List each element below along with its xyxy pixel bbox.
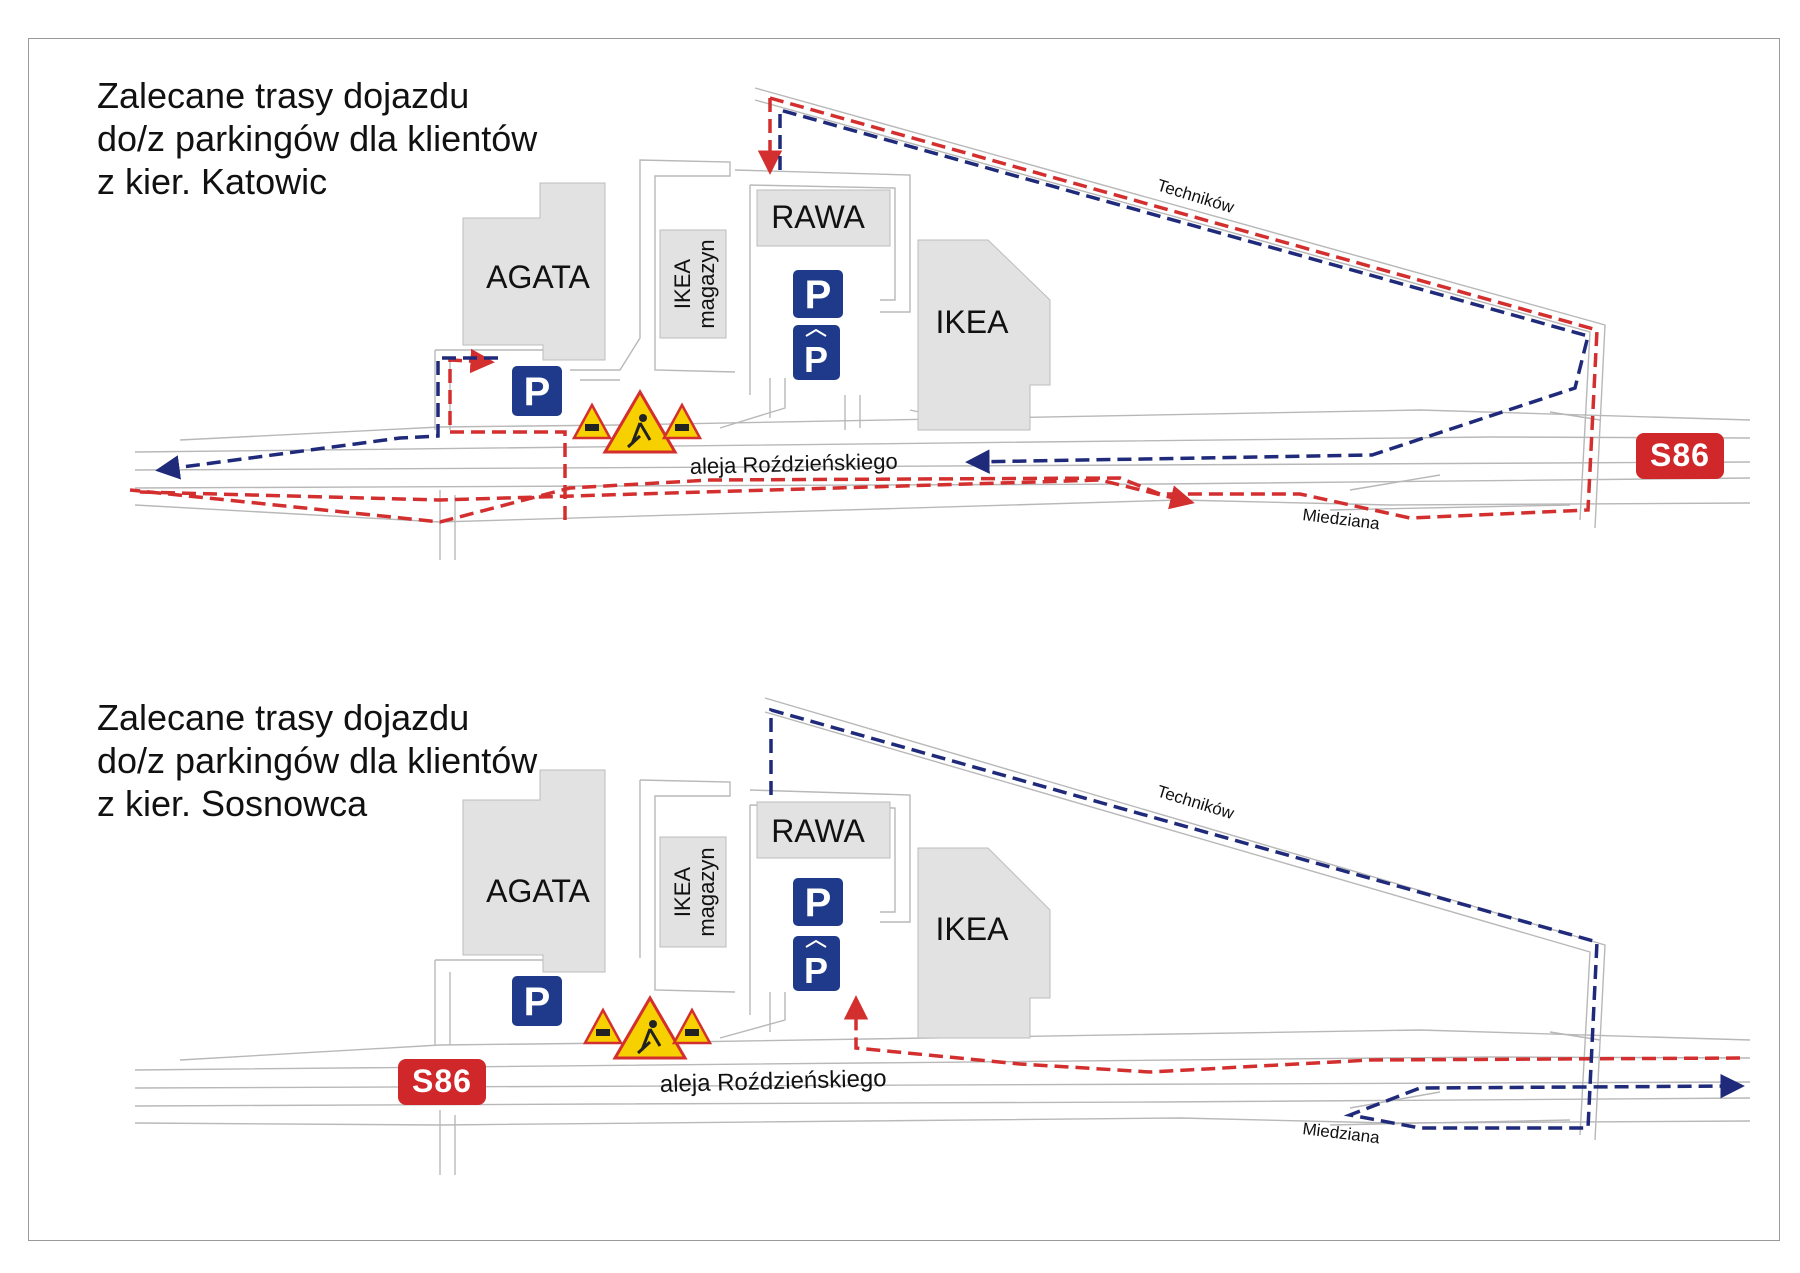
map1-ikea-building	[917, 239, 1051, 431]
map2-street-miedziana-label: Miedziana	[1302, 1119, 1382, 1147]
svg-text:P: P	[804, 339, 828, 380]
map1-red-route	[129, 96, 1599, 524]
map2-street-technikow-label: Techników	[1155, 782, 1237, 824]
map1-street-main-label: aleja Roździeńskiego	[689, 449, 897, 479]
map2-buildings	[462, 769, 1051, 1039]
map1-title-line-2: do/z parkingów dla klientów	[97, 118, 538, 159]
map1-title-line-1: Zalecane trasy dojazdu	[97, 75, 470, 116]
map1-rawa-building	[756, 189, 891, 247]
map1-traffic-jam-warning-icon-right	[661, 402, 703, 440]
map2-blue-route	[769, 707, 1745, 1130]
map2-ikea-store-building	[659, 836, 727, 948]
map1-rawa-label: RAWA	[771, 199, 865, 235]
map2-canvas: AGATA RAWA IKEA IKEA magazyn P P P S86	[134, 697, 1751, 1175]
map1-agata-label: AGATA	[486, 259, 590, 295]
map1-ikea-store-label-2: magazyn	[694, 239, 719, 328]
map2-traffic-jam-warning-icon-left	[582, 1007, 624, 1045]
map1-canvas: AGATA RAWA IKEA IKEA magazyn P P P	[129, 87, 1751, 560]
map2-s86-road-sign-icon: S86	[398, 1059, 486, 1105]
map1-blue-route	[155, 107, 1591, 480]
map1-ikea-store-label-1: IKEA	[670, 259, 695, 309]
map2-rawa-label: RAWA	[771, 813, 865, 849]
map2-agata-label: AGATA	[486, 873, 590, 909]
map1-ikea-store-building	[659, 229, 727, 339]
map1-agata-building	[462, 182, 606, 361]
map1-traffic-jam-warning-icon-left	[571, 402, 613, 440]
map2-ikea-store-label-2: magazyn	[694, 847, 719, 936]
map2-s86-label: S86	[412, 1063, 472, 1099]
map2-title-line-1: Zalecane trasy dojazdu	[97, 697, 470, 738]
map1-title: Zalecane trasy dojazdu do/z parkingów dl…	[97, 74, 537, 203]
map2-parking-sign-rawa: P	[793, 878, 843, 926]
map2-ikea-store-label-1: IKEA	[670, 867, 695, 917]
map2-rawa-building	[756, 801, 891, 859]
svg-text:P: P	[524, 980, 551, 1024]
map2-street-main-label: aleja Roździeńskiego	[659, 1065, 886, 1098]
map2-title: Zalecane trasy dojazdu do/z parkingów dl…	[97, 696, 537, 825]
svg-text:P: P	[805, 881, 832, 925]
map1-s86-label: S86	[1650, 437, 1710, 473]
map2-title-line-3: z kier. Sosnowca	[97, 783, 368, 824]
svg-text:P: P	[804, 950, 828, 991]
map1-parking-sign-agata: P	[512, 366, 562, 416]
map1-title-line-3: z kier. Katowic	[97, 161, 328, 202]
map2-ikea-building	[917, 847, 1051, 1039]
map1-parking-sign-rawa: P	[793, 270, 843, 318]
map1-park-and-ride-sign: P	[793, 325, 840, 380]
map-frame	[28, 38, 1780, 1241]
map2-ikea-label: IKEA	[936, 911, 1010, 947]
map1-roadworks-warning-icon	[602, 389, 678, 454]
map2-red-route	[843, 995, 1741, 1074]
svg-text:P: P	[524, 370, 551, 414]
svg-text:P: P	[805, 273, 832, 317]
map2-park-and-ride-sign: P	[793, 936, 840, 991]
map2-traffic-jam-warning-icon-right	[671, 1007, 713, 1045]
map2-agata-building	[462, 769, 606, 973]
map1-buildings	[462, 182, 1051, 431]
map2-roadworks-warning-icon	[612, 995, 688, 1060]
map1-s86-road-sign-icon: S86	[1636, 433, 1724, 479]
map2-title-line-2: do/z parkingów dla klientów	[97, 740, 538, 781]
map2-parking-sign-agata: P	[512, 976, 562, 1026]
map1-ikea-label: IKEA	[936, 304, 1010, 340]
